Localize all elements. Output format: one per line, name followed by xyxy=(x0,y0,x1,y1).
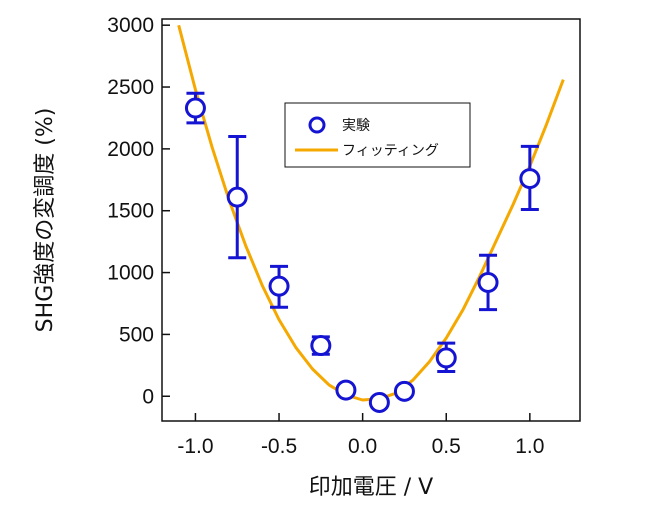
data-point xyxy=(184,97,206,119)
data-point xyxy=(368,391,390,413)
data-point xyxy=(268,275,290,297)
experiment-series xyxy=(184,91,541,413)
y-tick-label: 0 xyxy=(142,385,154,408)
y-axis-title: SHG強度の変調度 (%) xyxy=(33,108,58,333)
legend-label-experiment: 実験 xyxy=(342,118,370,134)
x-tick-label: 0.5 xyxy=(432,435,461,458)
ticks xyxy=(162,24,531,421)
legend-box xyxy=(284,102,471,168)
y-tick-labels: 0 500 1000 1500 2000 2500 3000 xyxy=(107,14,154,408)
x-tick-labels: -1.0 -0.5 0.0 0.5 1.0 xyxy=(177,435,544,458)
x-tick-label: 1.0 xyxy=(515,435,544,458)
data-point xyxy=(477,271,499,293)
y-tick-label: 2500 xyxy=(107,76,154,99)
x-axis-title: 印加電圧 / V xyxy=(309,475,433,500)
legend: 実験 フィッティング xyxy=(284,102,471,168)
plot-frame xyxy=(161,18,581,422)
y-tick-label: 1000 xyxy=(107,262,154,285)
x-tick-label: 0.0 xyxy=(348,435,377,458)
legend-label-fitting: フィッティング xyxy=(342,143,439,159)
data-point xyxy=(335,379,357,401)
y-tick-label: 3000 xyxy=(107,14,154,37)
data-point xyxy=(226,186,248,208)
x-tick-label: -1.0 xyxy=(177,435,213,458)
y-tick-label: 1500 xyxy=(107,200,154,223)
data-point xyxy=(519,168,541,190)
y-tick-label: 500 xyxy=(119,323,154,346)
data-point xyxy=(435,347,457,369)
x-tick-label: -0.5 xyxy=(261,435,297,458)
data-point xyxy=(310,335,332,357)
y-tick-label: 2000 xyxy=(107,138,154,161)
legend-marker-experiment xyxy=(308,116,326,134)
data-point xyxy=(393,380,415,402)
